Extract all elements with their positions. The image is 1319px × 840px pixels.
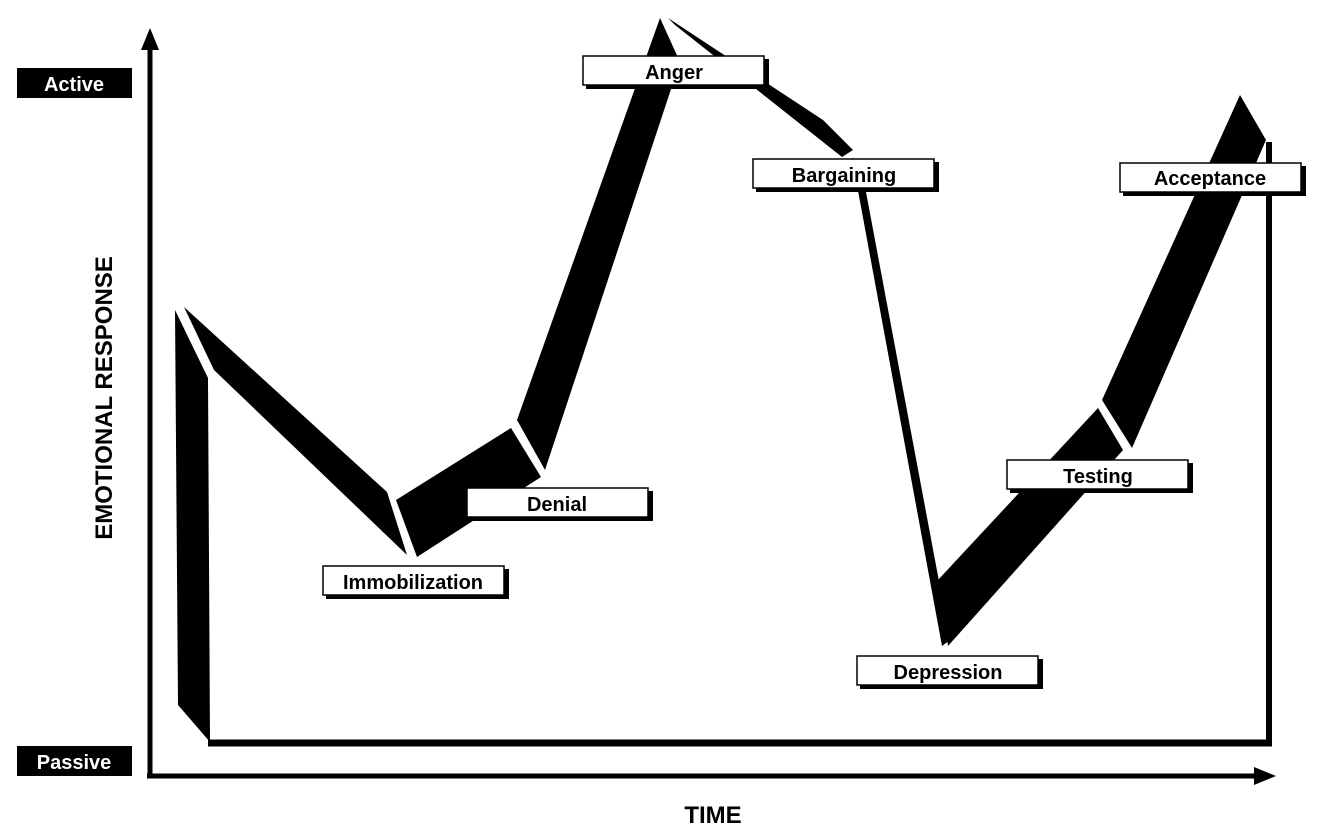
curve-segment-to-depression: [852, 158, 950, 646]
curve-segment-to-anger: [517, 18, 680, 470]
svg-text:Passive: Passive: [37, 752, 112, 774]
x-axis-title: TIME: [684, 802, 741, 829]
stage-label-testing: Testing: [1006, 459, 1193, 493]
stage-label-acceptance: Acceptance: [1119, 162, 1306, 196]
baseline-frame: [208, 142, 1272, 747]
curve-segment-to-immobilization: [184, 307, 407, 555]
svg-text:Depression: Depression: [894, 662, 1003, 684]
curve-segment-to-testing: [938, 408, 1123, 646]
y-axis-title: EMOTIONAL RESPONSE: [91, 256, 118, 540]
stage-label-denial: Denial: [466, 487, 653, 521]
stage-label-immobilization: Immobilization: [322, 565, 509, 599]
svg-text:Testing: Testing: [1063, 466, 1133, 488]
svg-text:Active: Active: [44, 74, 104, 96]
svg-text:Acceptance: Acceptance: [1154, 168, 1266, 190]
stage-label-bargaining: Bargaining: [752, 158, 939, 192]
passive-label: Passive: [17, 746, 132, 776]
svg-text:Immobilization: Immobilization: [343, 572, 483, 594]
emotional-curve: [175, 18, 1266, 742]
stage-label-anger: Anger: [582, 55, 769, 89]
curve-segment-to-acceptance: [1102, 95, 1266, 448]
curve-segment-drop: [175, 310, 210, 742]
x-axis: [147, 767, 1276, 785]
stage-label-depression: Depression: [856, 655, 1043, 689]
x-axis-arrow-icon: [1254, 767, 1276, 785]
active-label: Active: [17, 68, 132, 98]
svg-text:Anger: Anger: [645, 62, 703, 84]
y-axis: [141, 28, 159, 778]
y-axis-arrow-icon: [141, 28, 159, 50]
svg-text:Bargaining: Bargaining: [792, 165, 896, 187]
svg-text:Denial: Denial: [527, 494, 587, 516]
